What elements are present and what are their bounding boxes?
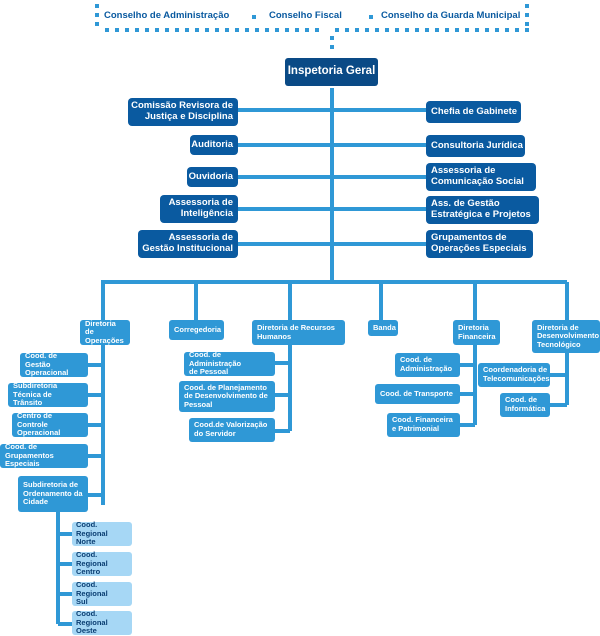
diretoria-operacoes: Diretoria de Operações — [80, 319, 130, 345]
coordenadoria-telecomunicacoes: Coordenadoria de Telecomunicações — [478, 363, 550, 387]
cood-transporte: Cood. de Transporte — [375, 384, 460, 404]
staff-consultoria-juridica: Consultoria Jurídica — [426, 135, 525, 157]
staff-auditoria: Auditoria — [190, 135, 238, 155]
conselho-fiscal-label: Conselho Fiscal — [269, 10, 342, 21]
diretoria-desenvolvimento-tecnologico: Diretoria de Desenvolvimento Tecnológico — [532, 320, 600, 353]
staff-grupamentos-operacoes: Grupamentos de Operações Especiais — [426, 230, 533, 258]
staff-chefia-gabinete: Chefia de Gabinete — [426, 101, 521, 123]
cood-financeira-patrimonial: Cood. Financeira e Patrimonial — [387, 413, 460, 437]
cood-grupamentos-especiais: Cood. de Grupamentos Especiais — [0, 442, 88, 468]
staff-comissao-revisora: Comissão Revisora de Justiça e Disciplin… — [128, 98, 238, 126]
staff-assessoria-comunicacao: Assessoria de Comunicação Social — [426, 163, 536, 191]
staff-assessoria-inteligencia: Assessoria de Inteligência — [160, 195, 238, 223]
conselho-administracao-label: Conselho de Administração — [104, 10, 230, 21]
inspetoria-geral-box: Inspetoria Geral — [285, 58, 378, 86]
corregedoria: Corregedoria — [169, 320, 224, 340]
staff-assessoria-gestao-institucional: Assessoria de Gestão Institucional — [138, 230, 238, 258]
subdiretoria-tecnica-transito: Subdiretoria Técnica de Trânsito — [8, 381, 88, 407]
banda: Banda — [368, 320, 398, 336]
cood-administracao: Cood. de Administração — [395, 353, 460, 377]
diretoria-recursos-humanos: Diretoria de Recursos Humanos — [252, 320, 345, 345]
cood-planejamento-desenvolvimento: Cood. de Planejamento de Desenvolvimento… — [179, 381, 275, 412]
conselho-guarda-label: Conselho da Guarda Municipal — [381, 10, 521, 21]
subdiretoria-ordenamento-cidade: Subdiretoria de Ordenamento da Cidade — [18, 476, 88, 512]
cood-valorizacao-servidor: Cood.de Valorização do Servidor — [189, 418, 275, 442]
centro-controle-operacional: Centro de Controle Operacional — [12, 411, 88, 437]
cood-regional-oeste: Cood. Regional Oeste — [72, 609, 132, 635]
staff-gestao-estrategica: Ass. de Gestão Estratégica e Projetos — [426, 196, 539, 224]
cood-gestao-operacional: Cood. de Gestão Operacional — [20, 351, 88, 377]
cood-regional-norte: Cood. Regional Norte — [72, 520, 132, 546]
cood-informatica: Cood. de Informática — [500, 393, 550, 417]
cood-administracao-pessoal: Cood. de Administração de Pessoal — [184, 350, 275, 376]
diretoria-financeira: Diretoria Financeira — [453, 320, 500, 345]
cood-regional-centro: Cood. Regional Centro — [72, 550, 132, 576]
staff-ouvidoria: Ouvidoria — [187, 167, 238, 187]
cood-regional-sul: Cood. Regional Sul — [72, 580, 132, 606]
